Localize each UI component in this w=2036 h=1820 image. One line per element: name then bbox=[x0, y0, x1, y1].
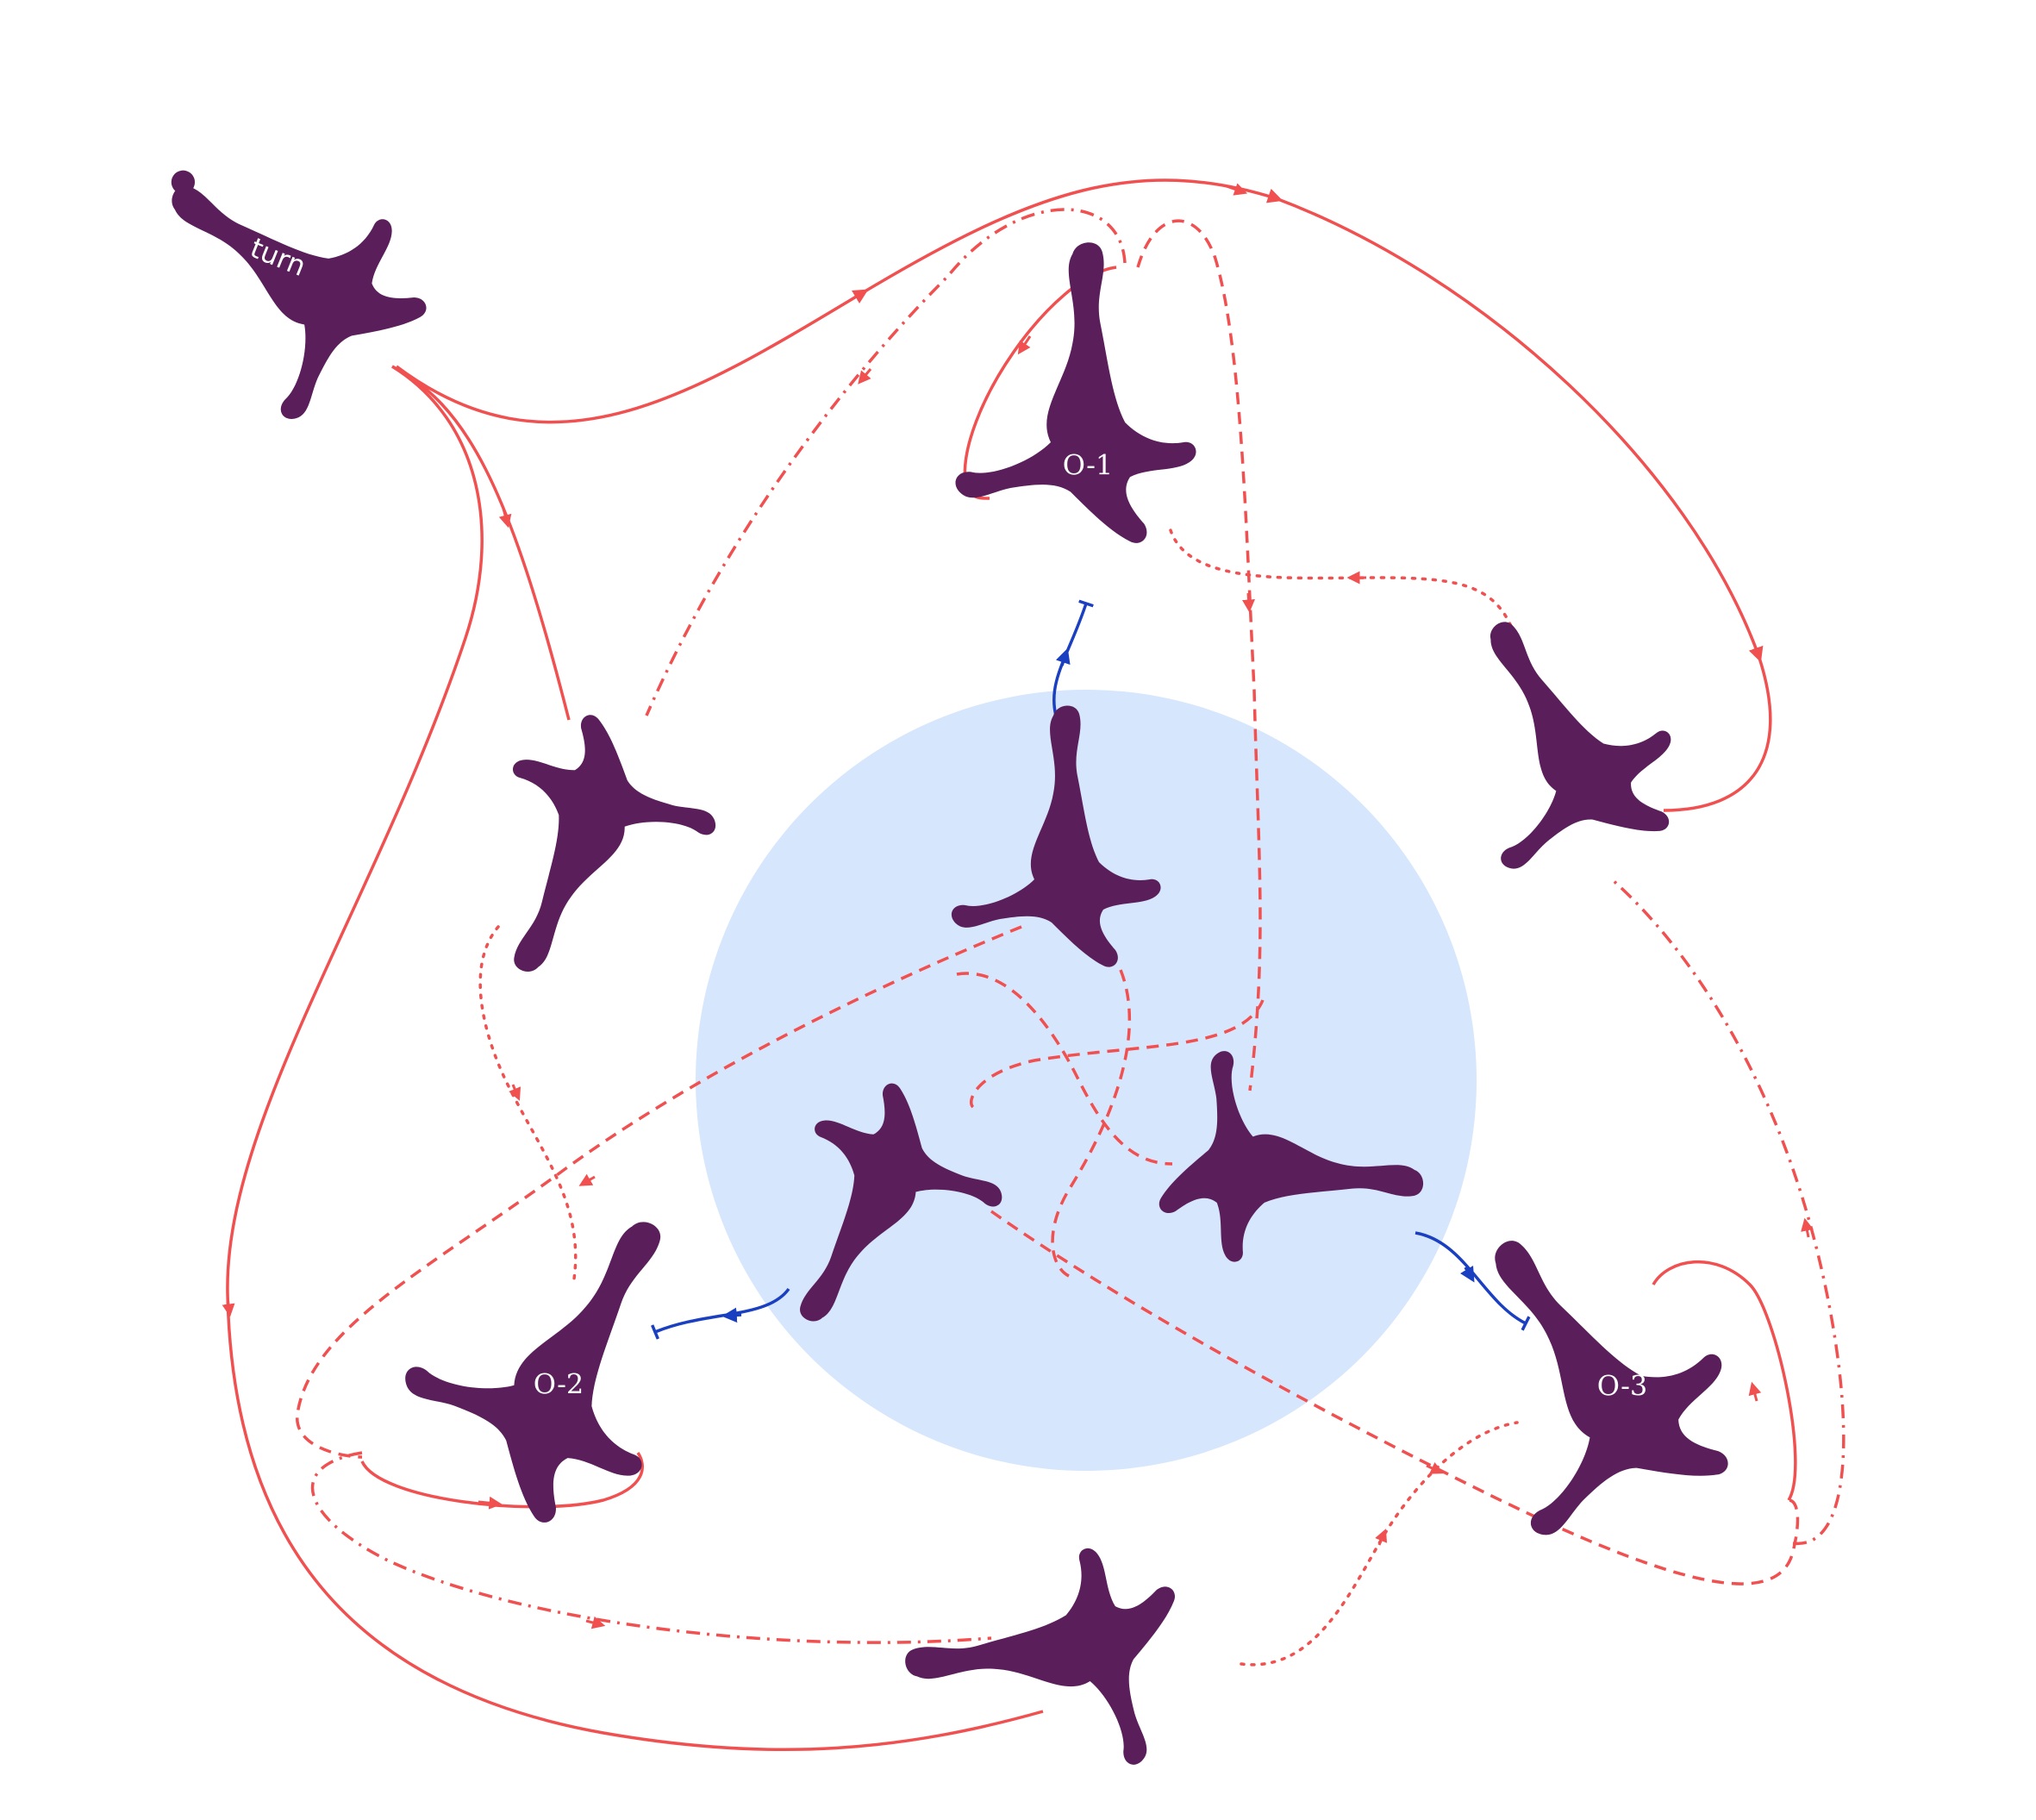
connection-o1-right-dotted bbox=[1169, 528, 1519, 644]
arrow-marker bbox=[721, 1307, 742, 1323]
core-region bbox=[696, 690, 1477, 1471]
arrow-marker bbox=[1459, 1265, 1475, 1283]
inhibitory-coretop-o1 bbox=[1052, 599, 1094, 716]
inhibitory-connections bbox=[651, 599, 1531, 1340]
label-o2: O-2 bbox=[534, 1368, 584, 1401]
arrow-marker bbox=[498, 508, 512, 528]
neuron-left bbox=[436, 693, 737, 1020]
neuron-turn bbox=[104, 111, 456, 449]
connection-o1-coreright-dashed bbox=[1136, 219, 1262, 1091]
arrow-marker bbox=[585, 1616, 606, 1629]
arrow-marker bbox=[858, 368, 872, 385]
arrow-marker bbox=[222, 1297, 235, 1317]
connection-coretop-o2-dashed bbox=[296, 925, 1022, 1459]
connection-coreleft-o3-dashed bbox=[990, 1210, 1800, 1585]
arrow-marker bbox=[578, 1173, 596, 1186]
connection-left-o2-dotted bbox=[478, 925, 578, 1286]
neuron-o2 bbox=[375, 1154, 750, 1553]
connection-turn-right bbox=[395, 178, 1772, 812]
arrow-marker bbox=[1801, 1217, 1814, 1238]
connection-o1-left-dashdot bbox=[645, 208, 1127, 716]
connection-coretop-coreleft-dashed bbox=[1051, 969, 1132, 1278]
arrow-marker bbox=[1242, 592, 1255, 613]
arrow-marker bbox=[1375, 1529, 1388, 1546]
connection-o2-self bbox=[360, 1452, 644, 1509]
neurons bbox=[104, 111, 1775, 1784]
connections bbox=[222, 178, 1846, 1752]
arrow-marker bbox=[1223, 183, 1248, 196]
neuron-o1 bbox=[955, 242, 1196, 543]
arrow-marker bbox=[478, 1496, 503, 1510]
neuron-bottom bbox=[896, 1541, 1190, 1784]
label-o3: O-3 bbox=[1597, 1370, 1648, 1403]
arrow-marker bbox=[1017, 335, 1032, 355]
connection-turn-left bbox=[391, 365, 571, 721]
arrow-marker bbox=[1055, 647, 1071, 666]
arrow-marker bbox=[509, 1084, 521, 1101]
neuron-labels: turn O-1 O-2 O-3 bbox=[246, 231, 1647, 1402]
connection-coreright-o2-dashed bbox=[970, 999, 1265, 1110]
arrow-marker bbox=[1748, 1381, 1762, 1402]
neuron-o3 bbox=[1389, 1179, 1775, 1581]
connection-o3-self bbox=[1652, 1260, 1797, 1501]
connection-coreleft-coreright-dashed bbox=[956, 972, 1173, 1166]
label-o1: O-1 bbox=[1063, 449, 1114, 482]
connection-o2-bottom-dashdot bbox=[310, 1451, 992, 1644]
neuron-right bbox=[1397, 577, 1710, 909]
connection-o3-right-dashdot bbox=[1610, 878, 1846, 1545]
